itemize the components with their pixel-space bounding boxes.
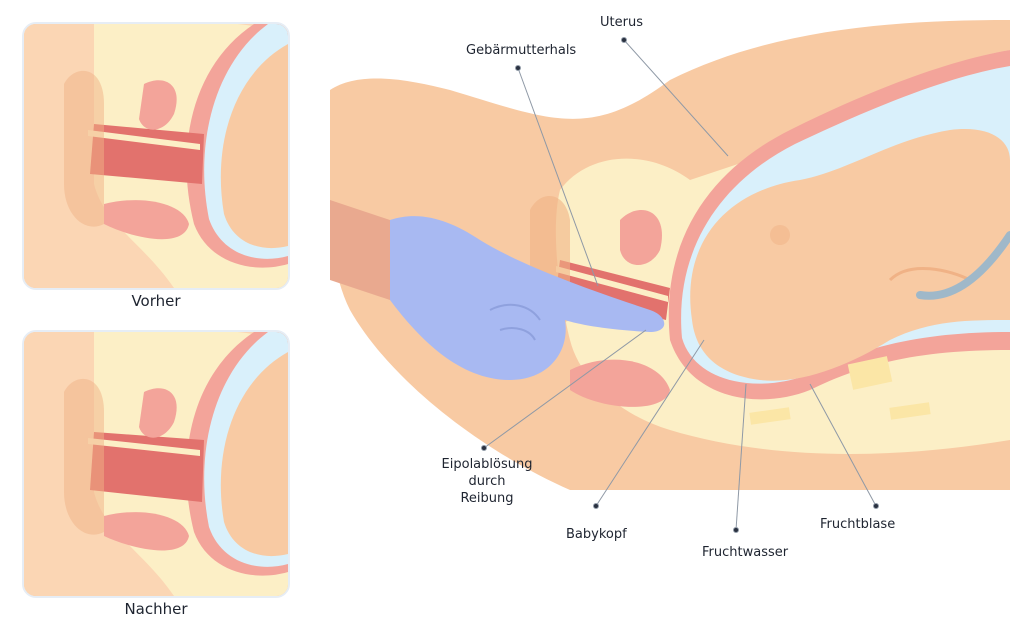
after-illustration [24, 332, 288, 596]
before-illustration [24, 24, 288, 288]
before-caption: Vorher [131, 292, 181, 310]
after-panel [22, 330, 290, 598]
uterus-label: Uterus [600, 15, 643, 30]
cervix-label: Gebärmutterhals [466, 43, 577, 58]
membrane-sweep-label: Eipolablösung durch Reibung [441, 457, 533, 506]
amniotic-fluid-label: Fruchtwasser [702, 545, 789, 560]
baby-head [690, 129, 1010, 381]
before-panel [22, 22, 290, 290]
membrane-sweep-illustration [330, 20, 1010, 490]
vaginal-fold [620, 210, 662, 265]
amniotic-sac-label: Fruchtblase [820, 517, 896, 532]
gloved-hand [390, 216, 665, 380]
baby-head-label: Babykopf [566, 527, 627, 542]
forearm [330, 200, 390, 300]
after-caption: Nachher [124, 600, 188, 618]
lower-fold [570, 359, 670, 407]
umbilical-cord [916, 231, 1010, 300]
